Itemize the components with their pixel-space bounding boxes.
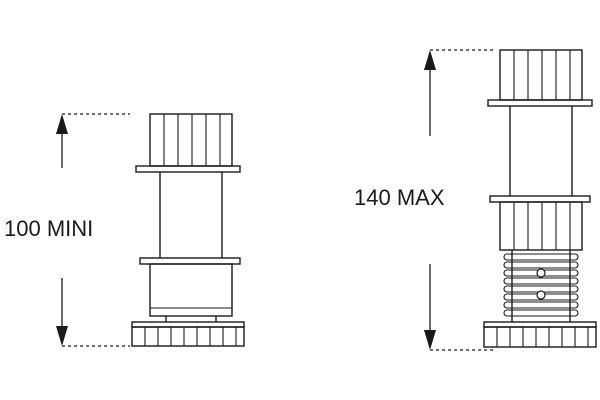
min-up-arrow-icon (56, 114, 68, 134)
max-height-dimension: 140 MAX (354, 49, 496, 351)
max-shaft (509, 106, 573, 196)
max-top-cap (487, 49, 593, 107)
min-shaft (159, 172, 223, 258)
max-up-arrow-icon (424, 50, 436, 70)
min-height-label: 100 MINI (4, 216, 93, 241)
max-height-label: 140 MAX (354, 185, 445, 210)
min-height-dimension: 100 MINI (4, 113, 130, 347)
min-collar (139, 257, 241, 322)
thread-hole-lower (536, 290, 546, 300)
min-top-cap (135, 113, 241, 173)
min-base (131, 321, 245, 347)
thread-hole-upper (536, 268, 546, 278)
leveling-foot-extended (483, 49, 597, 348)
max-threaded-stem (503, 250, 579, 322)
min-down-arrow-icon (56, 326, 68, 346)
leveling-foot-retracted (131, 113, 245, 347)
max-base (483, 321, 597, 348)
max-down-arrow-icon (424, 330, 436, 350)
max-collar (489, 195, 591, 251)
